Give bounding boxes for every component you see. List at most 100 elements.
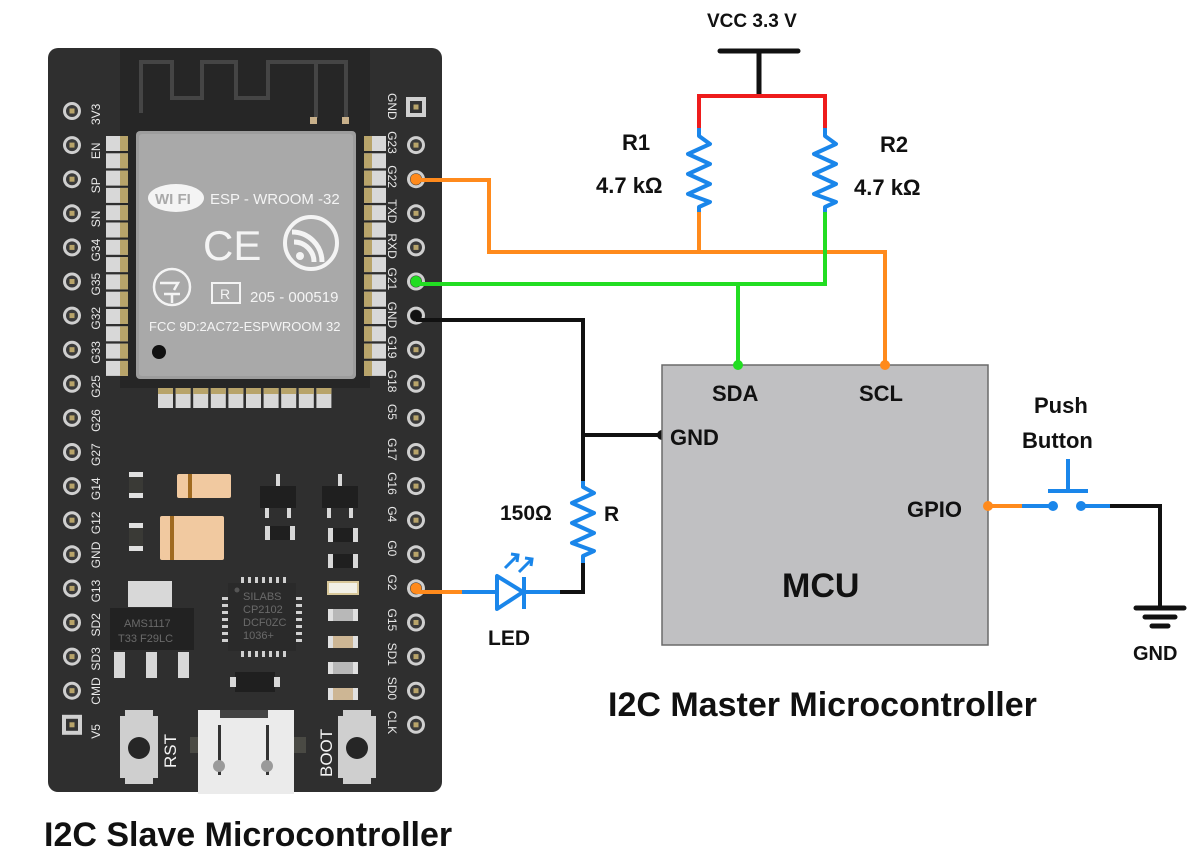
slave-title: I2C Slave Microcontroller [44, 816, 452, 854]
scl-pin-node [880, 360, 890, 370]
gnd-wire [416, 318, 585, 481]
pin-label: V5 [89, 724, 103, 739]
header-pin-left[interactable]: V5 [62, 714, 103, 739]
r2-value: 4.7 kΩ [854, 175, 921, 200]
wifi-logo-text: WI FI [155, 191, 191, 208]
header-pin-right[interactable]: G16 [385, 472, 425, 495]
header-pin-left[interactable]: GND [63, 541, 103, 568]
button-gnd-wire [1110, 504, 1162, 608]
header-pin-left[interactable]: G32 [63, 307, 103, 330]
led-to-r-wire [560, 563, 585, 594]
micro-usb-port[interactable] [190, 710, 306, 794]
chip-line3: DCF0ZC [243, 617, 286, 629]
r2-name: R2 [880, 132, 908, 157]
header-pin-left[interactable]: G33 [63, 341, 103, 364]
vcc-label: VCC 3.3 V [707, 11, 797, 32]
header-pin-left[interactable]: SD2 [63, 613, 103, 637]
resistor-r2: R2 4.7 kΩ [812, 128, 921, 212]
cert-r: R [220, 286, 230, 302]
r-value: 150Ω [500, 502, 552, 525]
header-pin-left[interactable]: SN [63, 204, 103, 227]
header-pin-left[interactable]: SP [63, 170, 103, 193]
resistor-r1-symbol [686, 128, 712, 212]
header-pin-right[interactable]: G17 [385, 438, 425, 461]
pin-label: SD1 [385, 643, 399, 667]
header-pin-right[interactable]: RXD [385, 233, 425, 259]
header-pin-right[interactable]: G22 [385, 165, 425, 188]
header-pin-left[interactable]: 3V3 [63, 102, 103, 125]
header-pin-left[interactable]: G34 [63, 238, 103, 261]
header-pin-right[interactable]: GND [385, 93, 426, 120]
led-diode-icon [495, 574, 525, 611]
regulator-line1: AMS1117 [124, 618, 171, 630]
sda-wire [416, 212, 827, 286]
scl-wire [416, 178, 887, 362]
rst-label: RST [161, 734, 180, 768]
header-pin-left[interactable]: G25 [63, 375, 103, 398]
wires [416, 48, 1162, 608]
boot-button[interactable] [338, 710, 376, 784]
vcc-wire-red [697, 94, 827, 128]
header-pin-right[interactable]: G4 [385, 506, 425, 530]
header-pin-right[interactable]: G5 [385, 404, 425, 427]
header-pin-left[interactable]: G27 [63, 443, 103, 466]
ground-symbol-icon [1133, 605, 1187, 629]
light-emission-icon [503, 552, 534, 574]
header-pin-left[interactable]: EN [63, 136, 103, 159]
espressif-logo-icon [283, 215, 339, 271]
pin-label: TXD [385, 199, 399, 223]
pin-label: 3V3 [89, 103, 103, 125]
header-pin-left[interactable]: G14 [63, 477, 103, 500]
r-name: R [604, 503, 619, 526]
smd-components [129, 472, 359, 700]
cert-number: 205 - 000519 [250, 289, 338, 306]
header-pin-left[interactable]: G13 [63, 579, 103, 602]
header-pin-right[interactable]: CLK [385, 711, 425, 734]
pin-label: G17 [385, 438, 399, 461]
header-pin-right[interactable]: SD1 [385, 643, 425, 667]
pin-label: G35 [89, 272, 103, 295]
header-pin-left[interactable]: CMD [63, 677, 103, 705]
antenna-pad [310, 117, 317, 124]
pin-label: G23 [385, 131, 399, 154]
module-pads-right [364, 136, 386, 376]
cert-r-box [211, 282, 241, 304]
wifi-logo-icon: WI FI [148, 184, 204, 212]
esp32-board: WI FI ESP - WROOM -32 CE R 205 - 000519 … [48, 48, 442, 794]
header-pin-right[interactable]: G18 [385, 370, 425, 393]
pin-label: SN [89, 211, 103, 228]
resistor-r1: R1 4.7 kΩ [596, 128, 712, 212]
antenna-trace [139, 60, 348, 118]
mcu-block: SDA SCL GND GPIO MCU [661, 360, 993, 646]
ce-mark: CE [203, 222, 261, 269]
header-pin-right[interactable]: G15 [385, 609, 425, 632]
header-pin-right[interactable]: G23 [385, 131, 425, 154]
header-pin-right[interactable]: TXD [385, 199, 425, 224]
pin-label: G2 [385, 574, 399, 590]
resistor-r2-symbol [812, 128, 838, 212]
voltage-regulator: AMS1117 T33 F29LC [110, 581, 194, 678]
pin-label: G18 [385, 370, 399, 393]
chip-line2: CP2102 [243, 604, 283, 616]
header-pin-left[interactable]: G26 [63, 409, 103, 432]
button-contact-left [1048, 501, 1058, 511]
pin-label: G5 [385, 404, 399, 420]
master-title: I2C Master Microcontroller [608, 686, 1037, 724]
header-pin-right[interactable]: G19 [385, 336, 425, 359]
header-pin-left[interactable]: G12 [63, 511, 103, 534]
rst-button[interactable] [120, 710, 158, 784]
header-pin-left[interactable]: SD3 [63, 647, 103, 671]
header-pin-left[interactable]: G35 [63, 272, 103, 296]
header-pin-right[interactable]: G0 [385, 540, 425, 564]
antenna-pad [342, 117, 349, 124]
chip-line1: SILABS [243, 591, 282, 603]
header-pin-right[interactable]: SD0 [385, 677, 425, 701]
module-pads-left [106, 136, 128, 376]
boot-label: BOOT [317, 729, 336, 777]
pin-label: G14 [89, 477, 103, 500]
pin-label: SD3 [89, 647, 103, 671]
pin-label: G4 [385, 506, 399, 522]
pin-label: SD0 [385, 677, 399, 701]
telec-mark-icon [152, 267, 192, 307]
pin-label: G33 [89, 341, 103, 364]
